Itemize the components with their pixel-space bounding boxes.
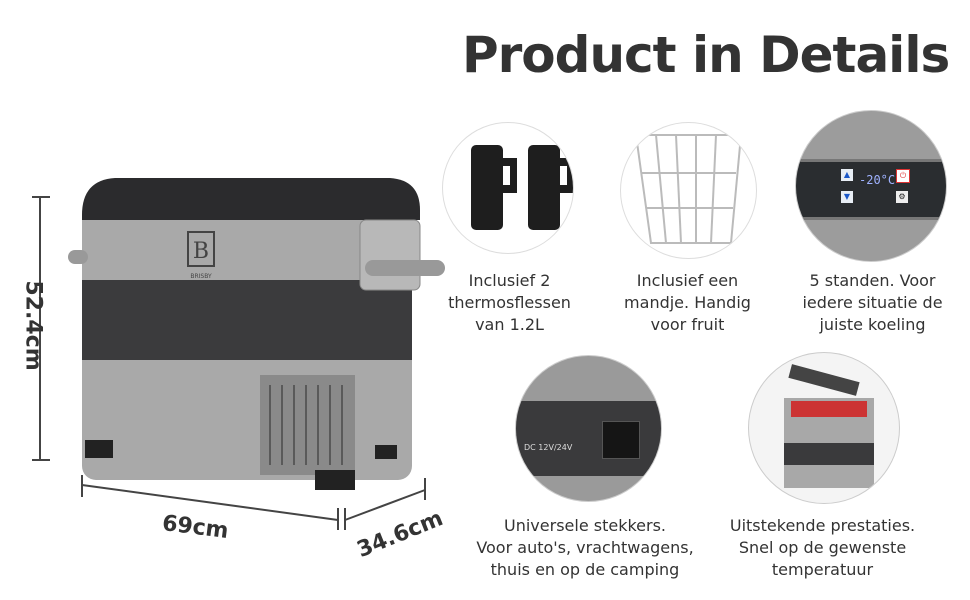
temperature-display: -20°C: [859, 173, 896, 187]
power-socket: [602, 421, 640, 459]
basket-image: [620, 122, 757, 259]
page-title: Product in Details: [462, 26, 950, 84]
arrow-down-button: ▼: [841, 191, 853, 203]
dc-port-image: DC 12V/24V: [515, 355, 662, 502]
settings-button: ⚙: [896, 191, 908, 203]
open-cooler-image: [748, 352, 900, 504]
height-dimension-label: 52.4cm: [20, 280, 46, 371]
dc-port-label: DC 12V/24V: [524, 443, 573, 452]
cooler-product-image: B BRISBY: [60, 170, 460, 500]
dimension-lines: [32, 196, 426, 530]
brand-logo-text: BRISBY: [190, 273, 212, 280]
power-button: ⏻: [896, 169, 910, 183]
svg-text:B: B: [193, 239, 209, 264]
thermos-image: [442, 122, 574, 254]
feature-caption-plugs: Universele stekkers.Voor auto's, vrachtw…: [476, 516, 694, 579]
feature-caption-performance: Uitstekende prestaties.Snel op de gewens…: [729, 516, 916, 579]
arrow-up-button: ▲: [841, 169, 853, 181]
control-panel-image: ▲ ▼ -20°C ⏻ ⚙: [795, 110, 947, 262]
